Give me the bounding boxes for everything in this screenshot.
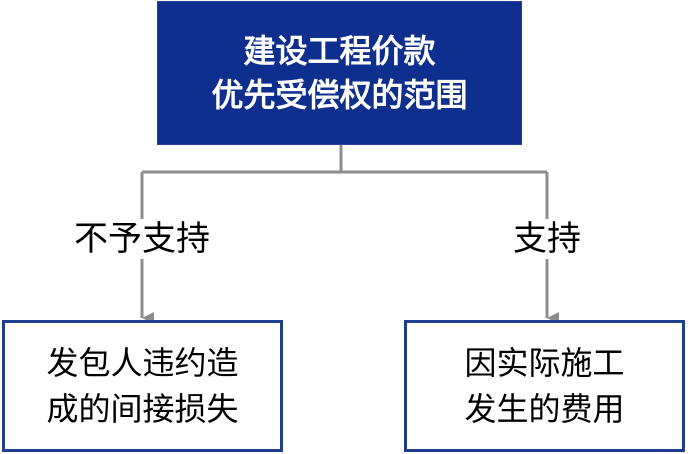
leaf-node-left: 发包人违约造 成的间接损失 — [2, 320, 283, 452]
leaf-right-line2: 发生的费用 — [464, 390, 625, 428]
root-title-line2: 优先受偿权的范围 — [211, 76, 468, 114]
leaf-right-line1: 因实际施工 — [464, 344, 625, 382]
root-node: 建设工程价款 优先受偿权的范围 — [157, 1, 522, 145]
leaf-node-right: 因实际施工 发生的费用 — [404, 320, 685, 452]
leaf-left-line2: 成的间接损失 — [46, 390, 239, 428]
branch-label-right: 支持 — [509, 219, 585, 259]
root-title-line1: 建设工程价款 — [243, 32, 436, 70]
branch-label-left: 不予支持 — [70, 219, 214, 259]
leaf-left-line1: 发包人违约造 — [46, 344, 239, 382]
